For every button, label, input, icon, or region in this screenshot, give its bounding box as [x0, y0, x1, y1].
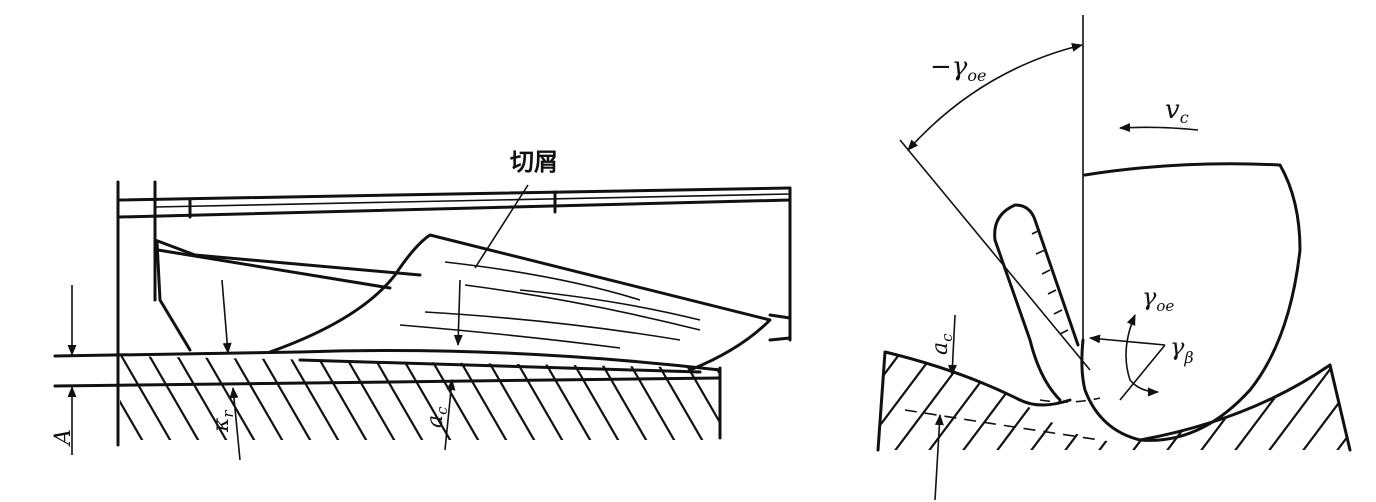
hatch-line	[453, 356, 510, 440]
hatch-line	[880, 352, 911, 450]
hatch-line	[880, 352, 945, 450]
hatch-line	[425, 356, 482, 440]
neg-rake-arc	[907, 43, 1084, 151]
chip	[268, 233, 772, 372]
workpiece	[53, 348, 789, 445]
chip-leader-line	[474, 184, 529, 269]
hatch-line	[1364, 340, 1376, 460]
rake-face-line	[899, 139, 1091, 371]
hatch-line	[1329, 352, 1350, 450]
hatch-line	[201, 356, 258, 440]
velocity-arrow	[1118, 123, 1199, 132]
dimension-ac-left: ac	[423, 279, 463, 451]
left-figure: A κr ac 切屑	[51, 148, 792, 461]
right-figure: −γoe vc γoe γβ	[876, 15, 1376, 501]
hatch-line	[173, 356, 230, 440]
hatch-line	[955, 352, 1047, 450]
hatch-line	[145, 356, 202, 440]
dimension-kappa: κr	[209, 279, 241, 461]
hatch-line	[285, 356, 342, 440]
hatch-line	[565, 356, 622, 440]
hatch-line	[397, 356, 454, 440]
hatch-line	[887, 352, 979, 450]
kappa-label: κr	[209, 410, 237, 433]
hatch-line	[257, 356, 314, 440]
hatch-line	[1091, 352, 1183, 450]
workpiece-right	[876, 340, 1376, 460]
chip-right	[993, 203, 1080, 402]
hatch-line	[229, 356, 286, 440]
cutting-tool	[1080, 162, 1302, 442]
beta-angle-label: γβ	[1170, 333, 1194, 367]
hatch-line	[120, 356, 146, 440]
hatch-line	[369, 356, 426, 440]
neg-rake-label: −γoe	[930, 52, 986, 85]
dimension-A: A	[51, 285, 77, 455]
hatch-line	[921, 352, 1013, 450]
tool-body	[116, 180, 792, 447]
hatch-line	[120, 356, 174, 440]
hatch-line	[509, 356, 566, 440]
hatch-line	[341, 356, 398, 440]
rake-angle-label: γoe	[1142, 283, 1174, 315]
hatch-line	[313, 356, 370, 440]
hatch-line	[481, 356, 538, 440]
hatch-line	[593, 356, 650, 440]
hatch-line	[734, 350, 789, 445]
rake-angle-marks: γoe γβ	[1088, 283, 1194, 401]
hatch-line	[537, 356, 594, 440]
ac-label-left: ac	[423, 406, 451, 428]
dimension-ac-right: ac	[928, 314, 957, 501]
depth-label: A	[51, 429, 76, 447]
chip-label: 切屑	[510, 148, 558, 176]
velocity-label: vc	[1165, 95, 1189, 127]
hatch-line	[705, 356, 720, 440]
ac-label-right: ac	[928, 333, 956, 355]
